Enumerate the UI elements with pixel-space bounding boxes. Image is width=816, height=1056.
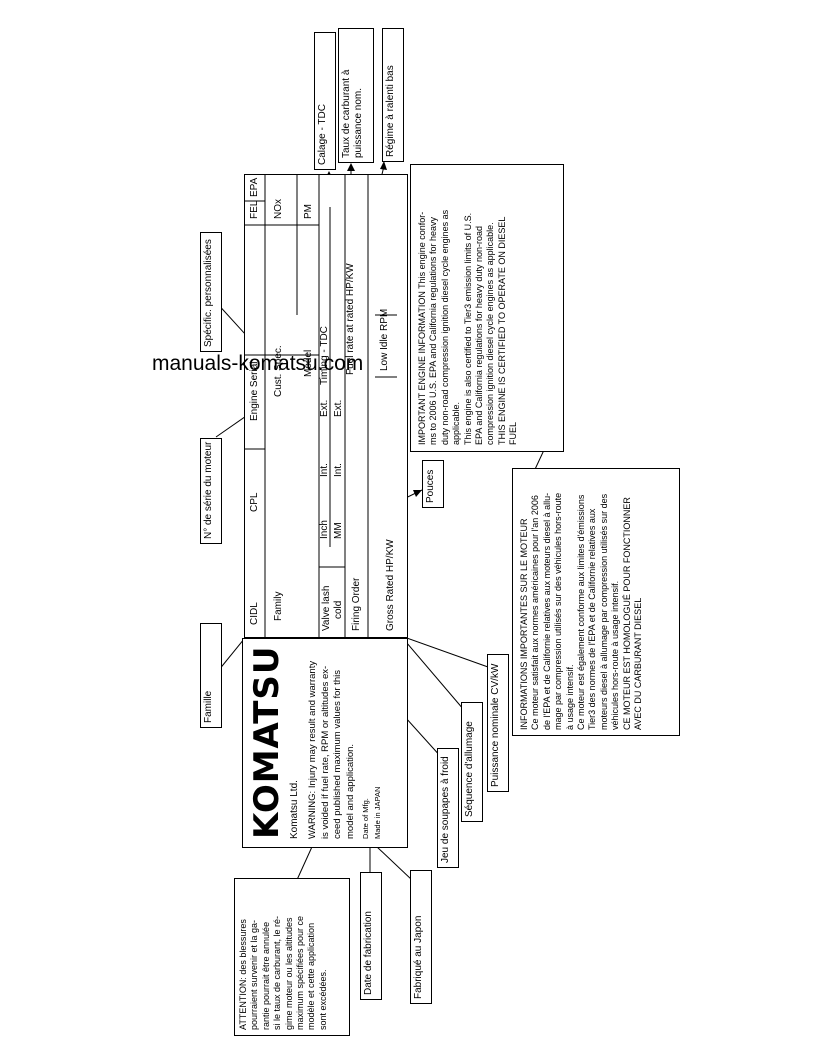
label-fuel-rate-fr: Taux de carburant à puissance nom.	[338, 28, 374, 163]
warning-text: WARNING: Injury may result and warranty …	[307, 660, 356, 839]
cell-cpl: CPL	[249, 492, 260, 512]
cell-int-mm: Int.	[333, 463, 344, 477]
label-inches-fr: Pouces	[422, 460, 444, 508]
label-family-fr: Famille	[200, 623, 222, 728]
cell-fel: FEL	[249, 200, 260, 219]
cell-nox: NOx	[273, 199, 284, 219]
cell-inch: Inch	[319, 520, 330, 539]
cell-int-inch: Int.	[319, 463, 330, 477]
plate-data-table: CIDL CPL Engine Serial FEL EPA Family Cu…	[244, 174, 408, 638]
cell-family: Family	[273, 591, 284, 621]
komatsu-logo: KOMATSU	[247, 645, 287, 839]
label-cust-spec-fr: Spécific. personnalisées	[200, 232, 222, 352]
cell-ext-mm: Ext.	[333, 399, 344, 417]
date-of-mfg: Date of Mfg.	[361, 798, 370, 839]
label-date-fr: Date de fabrication	[360, 872, 382, 1000]
made-in-japan: Made in JAPAN	[373, 786, 382, 839]
cell-mm: MM	[333, 522, 344, 539]
cell-ext-inch: Ext.	[319, 399, 330, 417]
label-gross-rated-fr: Puissance nominale CV/kW	[487, 654, 509, 792]
label-valve-lash-fr: Jeu de soupapes à froid	[437, 748, 459, 868]
attention-box: ATTENTION: des blessures pourraient surv…	[234, 878, 350, 1036]
important-info-en-box: IMPORTANT ENGINE INFORMATION This engine…	[410, 164, 564, 452]
label-timing-fr: Calage - TDC	[314, 32, 336, 170]
cell-gross-rated: Gross Rated HP/KW	[385, 539, 396, 631]
label-engine-serial-fr: N° de série du moteur	[200, 438, 222, 544]
cell-valve-lash: Valve lash	[321, 585, 332, 631]
company-name: Komatsu Ltd.	[289, 780, 300, 839]
cell-low-idle: Low Idle RPM	[379, 308, 390, 371]
cell-cidl: CIDL	[249, 602, 260, 625]
table-grid	[245, 175, 397, 637]
cell-epa: EPA	[249, 177, 260, 197]
important-info-fr-box: INFORMATIONS IMPORTANTES SUR LE MOTEUR C…	[512, 468, 680, 736]
label-low-idle-fr: Régime à ralenti bas	[382, 28, 404, 162]
leader-made	[375, 845, 413, 881]
label-firing-order-fr: Séquence d'allumage	[461, 702, 483, 822]
cell-firing-order: Firing Order	[351, 577, 362, 631]
label-made-in-fr: Fabriqué au Japon	[410, 870, 432, 1004]
plate-left-panel: KOMATSU Komatsu Ltd. WARNING: Injury may…	[242, 638, 408, 848]
cell-pm: PM	[303, 204, 314, 219]
watermark: manuals-komatsu.com	[152, 352, 364, 375]
cell-cold: cold	[333, 600, 344, 619]
